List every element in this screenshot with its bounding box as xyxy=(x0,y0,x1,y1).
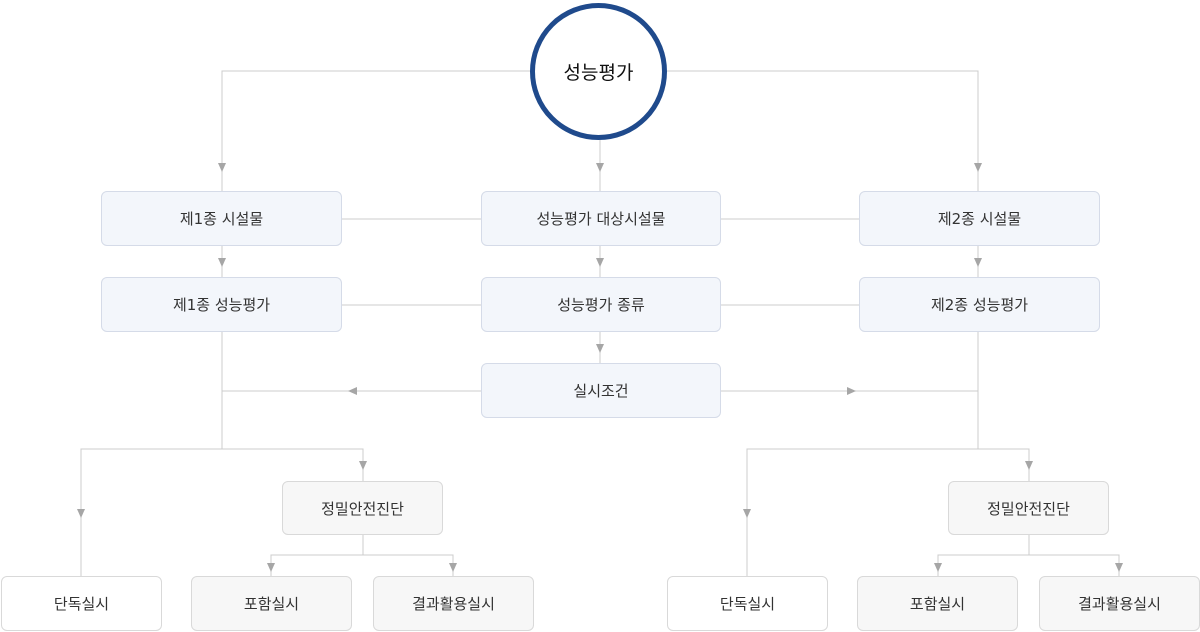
center-types-label: 성능평가 종류 xyxy=(557,296,645,314)
right-facility-label: 제2종 시설물 xyxy=(937,210,1022,228)
right-result-use-label: 결과활용실시 xyxy=(1078,595,1161,613)
center-conditions-node: 실시조건 xyxy=(481,363,721,418)
arrow-down-center-conditions xyxy=(596,344,604,353)
left-sub-branch-line xyxy=(270,534,454,576)
root-node: 성능평가 xyxy=(530,3,667,140)
right-included-node: 포함실시 xyxy=(857,576,1018,631)
left-included-node: 포함실시 xyxy=(191,576,352,631)
right-detailed-label: 정밀안전진단 xyxy=(987,499,1070,518)
arrow-down-right-included xyxy=(934,563,942,572)
left-standalone-label: 단독실시 xyxy=(53,595,110,613)
left-facility-node: 제1종 시설물 xyxy=(101,191,342,246)
root-to-right-line xyxy=(667,70,979,191)
left-included-label: 포함실시 xyxy=(243,595,300,613)
arrow-down-left-evaluation xyxy=(218,258,226,267)
left-facility-label: 제1종 시설물 xyxy=(179,210,264,228)
left-evaluation-node: 제1종 성능평가 xyxy=(101,277,342,332)
left-detailed-label: 정밀안전진단 xyxy=(321,499,404,518)
root-label: 성능평가 xyxy=(563,62,634,84)
left-result-use-label: 결과활용실시 xyxy=(412,595,495,613)
center-target-node: 성능평가 대상시설물 xyxy=(481,191,721,246)
arrow-down-right-result-use xyxy=(1115,563,1123,572)
arrow-down-left-facility xyxy=(218,163,226,172)
center-target-label: 성능평가 대상시설물 xyxy=(536,210,666,228)
arrow-down-right-detailed xyxy=(1025,461,1033,470)
arrow-down-center-types xyxy=(596,258,604,267)
arrow-left-conditions xyxy=(348,387,357,395)
right-included-label: 포함실시 xyxy=(909,595,966,613)
left-detailed-node: 정밀안전진단 xyxy=(282,481,443,535)
arrow-down-left-detailed xyxy=(359,461,367,470)
left-evaluation-label: 제1종 성능평가 xyxy=(172,296,271,314)
arrow-down-center-target xyxy=(596,163,604,172)
root-to-left-line xyxy=(221,70,530,191)
left-standalone-node: 단독실시 xyxy=(1,576,162,631)
left-result-use-node: 결과활용실시 xyxy=(373,576,534,631)
center-conditions-label: 실시조건 xyxy=(573,382,629,400)
arrow-down-right-standalone xyxy=(743,509,751,518)
right-evaluation-label: 제2종 성능평가 xyxy=(930,296,1029,314)
arrow-down-left-standalone xyxy=(77,509,85,518)
arrow-down-right-evaluation xyxy=(974,258,982,267)
right-standalone-node: 단독실시 xyxy=(667,576,828,631)
right-sub-branch-line xyxy=(937,534,1120,576)
right-standalone-label: 단독실시 xyxy=(719,595,776,613)
arrow-down-left-included xyxy=(267,563,275,572)
right-detailed-node: 정밀안전진단 xyxy=(948,481,1109,535)
arrow-down-left-result-use xyxy=(449,563,457,572)
right-evaluation-node: 제2종 성능평가 xyxy=(859,277,1100,332)
center-types-node: 성능평가 종류 xyxy=(481,277,721,332)
arrow-down-right-facility xyxy=(974,163,982,172)
arrow-right-conditions xyxy=(847,387,856,395)
right-result-use-node: 결과활용실시 xyxy=(1039,576,1200,631)
right-facility-node: 제2종 시설물 xyxy=(859,191,1100,246)
